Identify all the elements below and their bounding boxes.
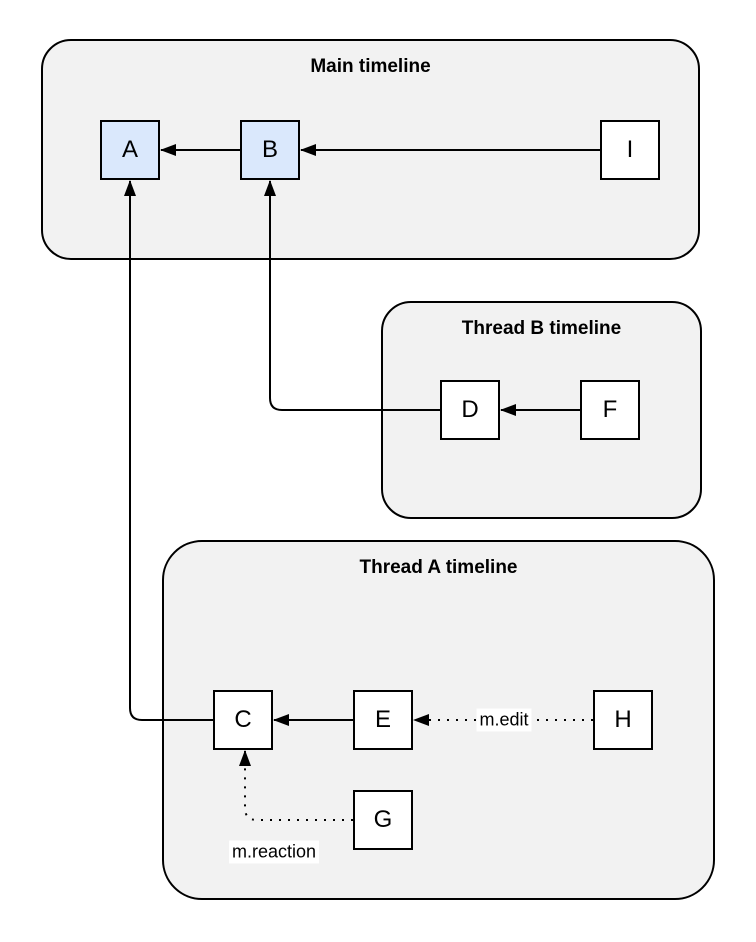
node-b: B [240,120,300,180]
node-a-label: A [121,136,138,163]
edge-c-to-a [124,180,213,721]
node-f: F [580,380,640,440]
node-i: I [600,120,660,180]
node-e-label: E [374,706,391,733]
node-c: C [213,690,273,750]
node-h: H [593,690,653,750]
edge-label-m-reaction: m.reaction [228,840,320,864]
node-h-label: H [614,706,632,733]
thread-b-timeline-title: Thread B timeline [461,318,622,339]
node-d-label: D [461,396,479,423]
node-e: E [353,690,413,750]
node-b-label: B [261,136,278,163]
edge-label-m-edit: m.edit [476,708,532,732]
node-f-label: F [602,396,618,423]
node-a: A [100,120,160,180]
node-i-label: I [626,136,634,163]
node-d: D [440,380,500,440]
thread-a-timeline-title: Thread A timeline [359,557,518,578]
edge-g-to-c-m-reaction [239,750,353,821]
main-timeline-title: Main timeline [310,56,431,77]
node-g-label: G [373,806,393,833]
node-c-label: C [234,706,252,733]
node-g: G [353,790,413,850]
edge-d-to-b [264,180,440,411]
